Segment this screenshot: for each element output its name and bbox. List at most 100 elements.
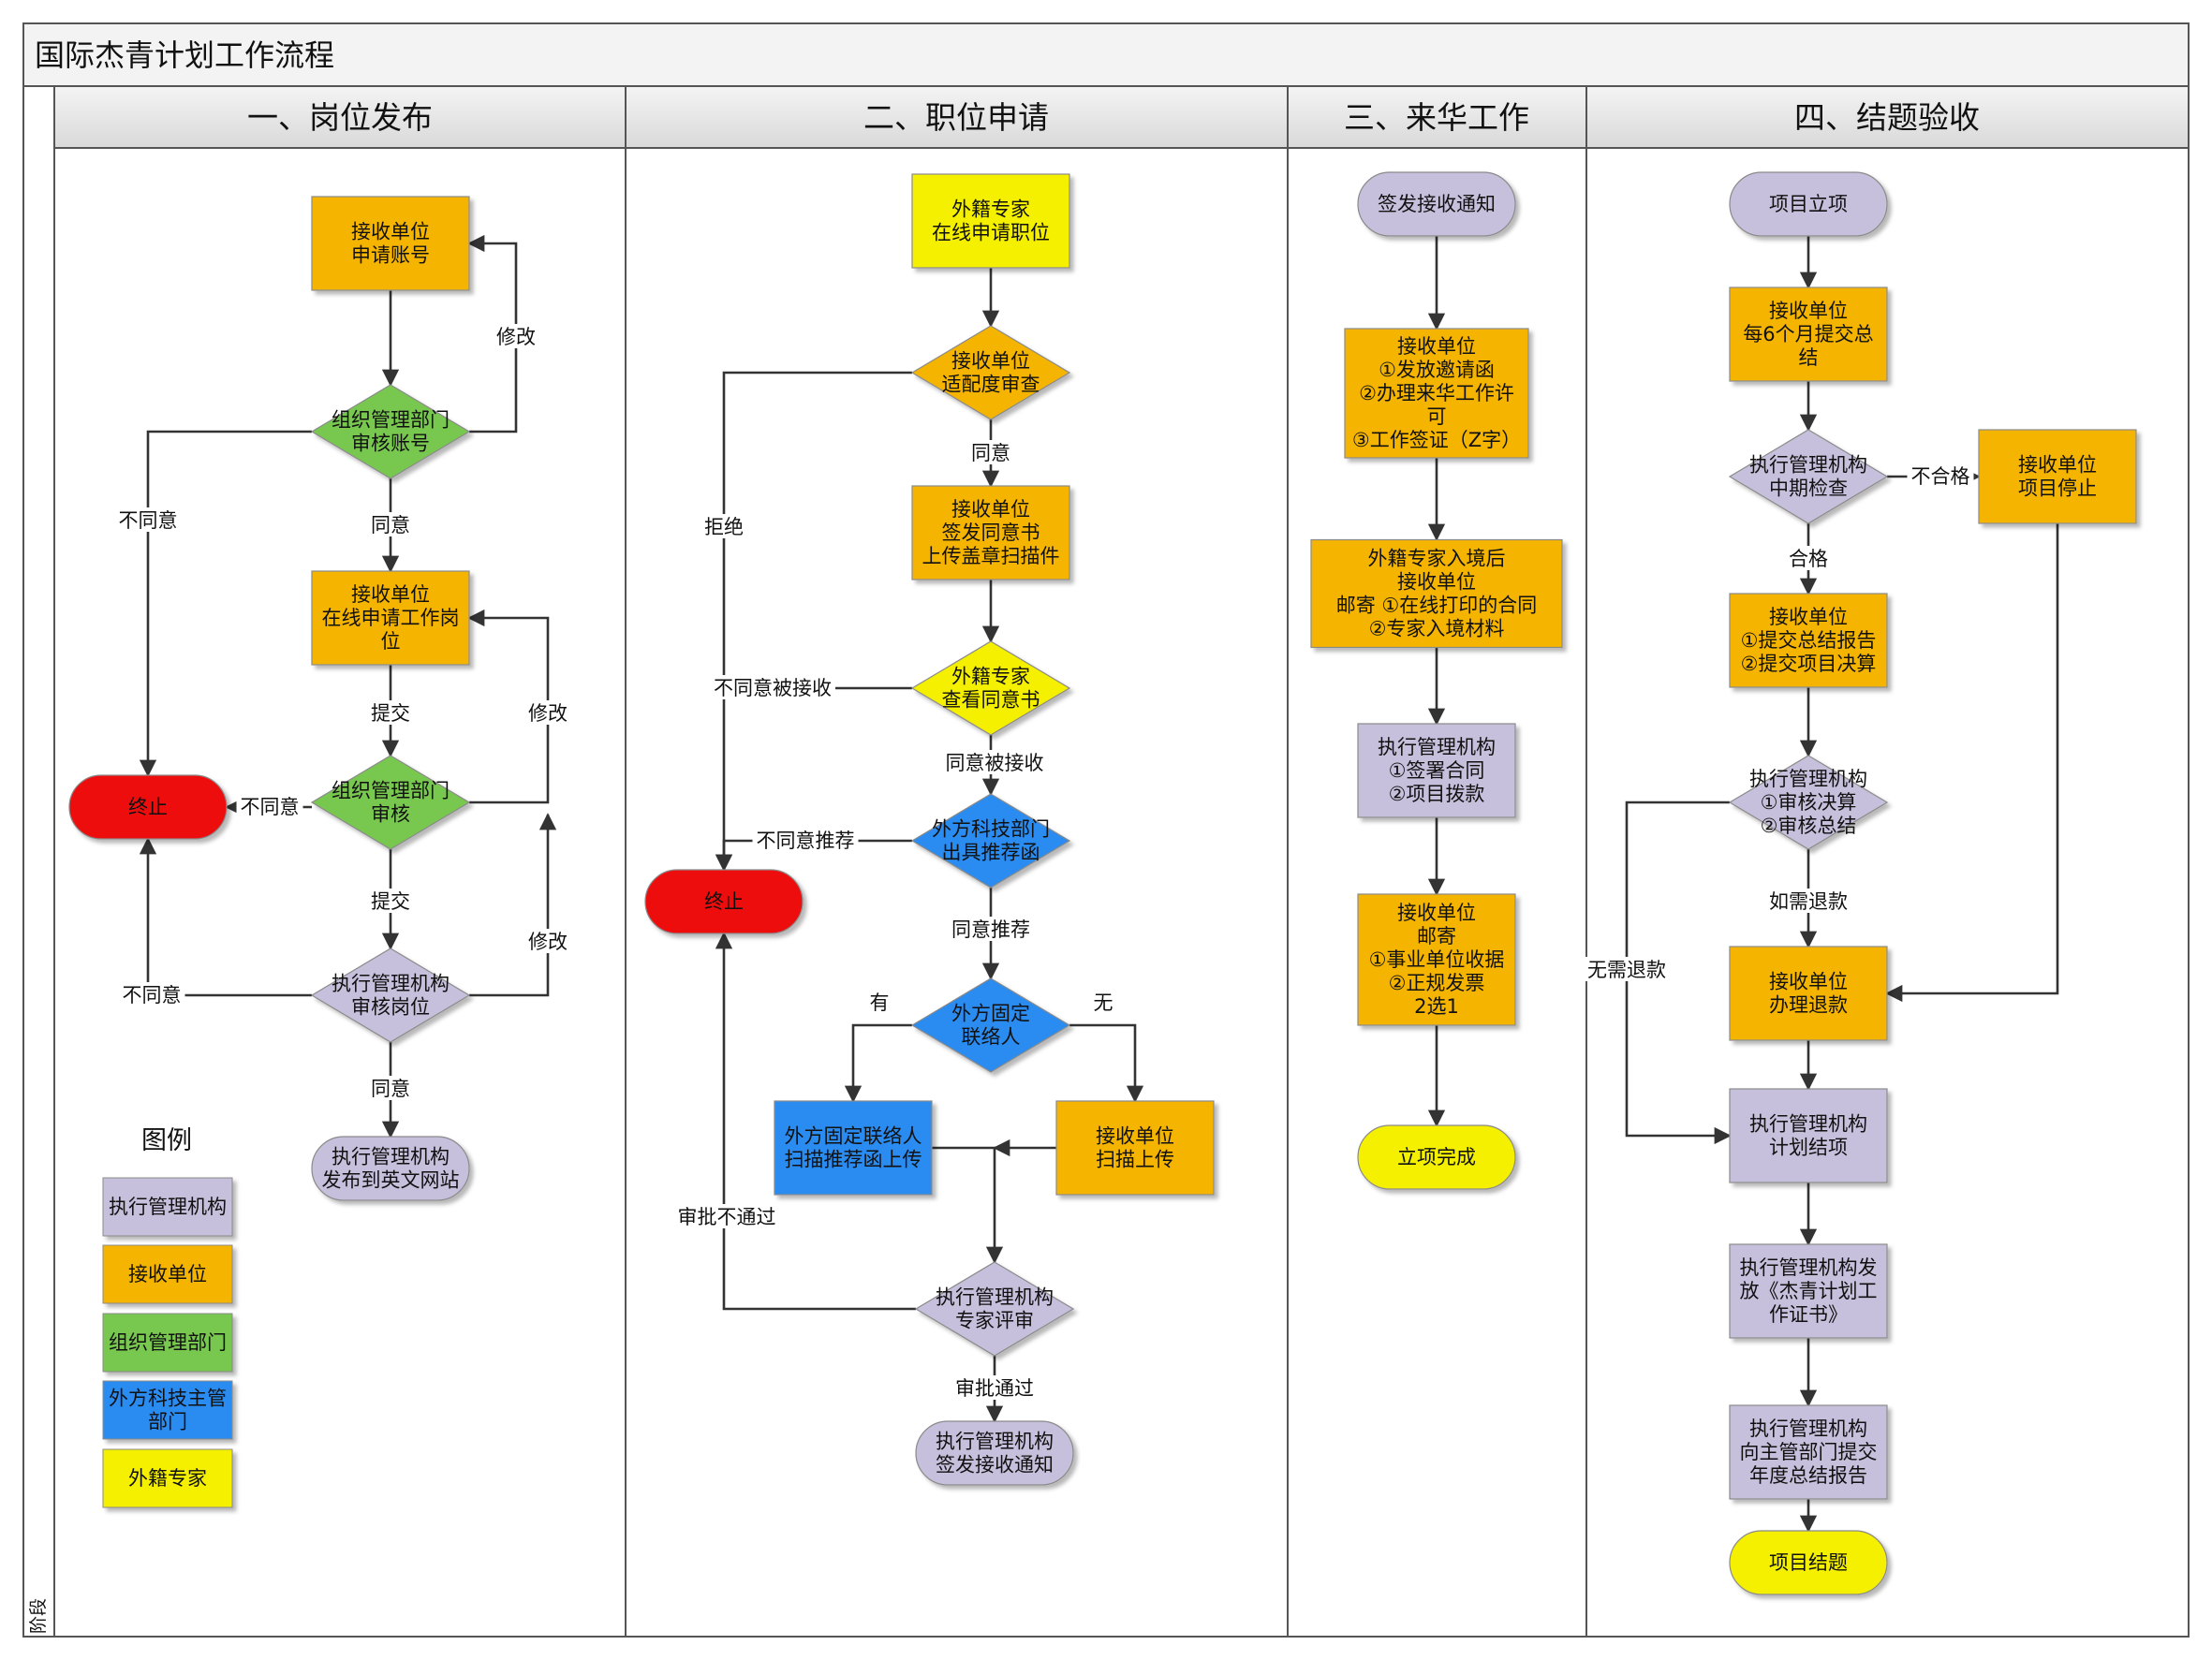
node-label: 终止 — [128, 796, 168, 818]
connector-label-bg — [1584, 957, 1670, 981]
decision-diamond — [914, 1261, 1075, 1357]
node-label: 接收单位 — [2018, 454, 2097, 477]
lane-header-post: 一、岗位发布 — [247, 99, 433, 136]
connector-label-bg — [941, 750, 1048, 774]
lane-header-apply: 二、职位申请 — [863, 99, 1049, 136]
process-box — [1310, 538, 1563, 649]
decision-diamond — [910, 793, 1071, 889]
connector-label: 修改 — [528, 702, 568, 725]
decision-diamond — [1728, 429, 1889, 524]
process-box — [1729, 1088, 1888, 1183]
legend-item-executive: 执行管理机构 — [102, 1177, 233, 1237]
node-label: ①签署合同 — [1389, 759, 1485, 782]
decision-diamond — [910, 325, 1071, 420]
node-label: 接收单位 — [951, 350, 1030, 373]
connector-b9-to-b11 — [715, 932, 916, 1311]
node-label: 外方科技部门 — [932, 818, 1050, 841]
connector-label: 不同意 — [123, 984, 182, 1006]
connector-label-bg — [236, 794, 303, 818]
node-label: ②提交项目决算 — [1741, 653, 1877, 675]
node-label: 执行管理机构 — [1749, 1418, 1867, 1440]
connector-label-bg — [865, 990, 893, 1014]
legend-label: 外籍专家 — [128, 1467, 207, 1490]
terminal-pill — [68, 774, 228, 840]
connector-label: 同意 — [371, 514, 410, 536]
decision-diamond — [1728, 755, 1889, 850]
connector-label-bg — [118, 982, 185, 1006]
node-label: 查看同意书 — [942, 689, 1040, 712]
node-label: ①提交总结报告 — [1741, 629, 1877, 652]
connector-a5-to-a7 — [139, 837, 312, 997]
node-pill-d11: 项目结题 — [1729, 1530, 1888, 1595]
node-label: 适配度审查 — [942, 374, 1040, 396]
node-pill-c1: 签发接收通知 — [1357, 171, 1516, 237]
node-label: 出具推荐函 — [942, 842, 1040, 864]
node-label: ②审核总结 — [1761, 815, 1857, 837]
node-label: 在线申请职位 — [932, 222, 1050, 244]
connector-label: 无需退款 — [1587, 959, 1666, 981]
connector-label: 无 — [1094, 992, 1113, 1014]
legend-swatch — [102, 1380, 233, 1440]
node-pill-a7: 终止 — [68, 774, 228, 840]
node-label: 发布到英文网站 — [322, 1169, 460, 1192]
connector-b2-to-b11 — [715, 371, 912, 872]
connector-labels: 修改同意不同意提交修改不同意提交修改不同意同意同意拒绝不同意被接收同意被接收不同… — [114, 324, 1974, 1400]
terminal-pill — [644, 869, 804, 934]
node-label: 年度总结报告 — [1749, 1464, 1867, 1487]
connector-label-bg — [1765, 889, 1851, 913]
connector-label: 审批通过 — [955, 1377, 1034, 1400]
node-label: 接收单位 — [351, 221, 430, 243]
node-label: 执行管理机构 — [332, 973, 450, 995]
connector-label-bg — [1785, 546, 1832, 570]
title-bar — [22, 22, 2190, 87]
node-label: 审核账号 — [351, 433, 430, 455]
connector-label-bg — [367, 889, 414, 913]
node-label: 外籍专家 — [951, 666, 1030, 688]
node-label: 联络人 — [962, 1026, 1021, 1049]
terminal-pill — [1357, 1124, 1516, 1190]
terminal-pill — [311, 1136, 470, 1201]
node-label: 扫描推荐函上传 — [785, 1149, 922, 1171]
process-box — [1729, 286, 1888, 382]
node-label: 计划结项 — [1769, 1137, 1848, 1159]
connector-label: 提交 — [371, 702, 410, 725]
process-box — [1729, 1404, 1888, 1500]
legend-item-receiver: 接收单位 — [102, 1244, 233, 1304]
node-label: 项目立项 — [1769, 193, 1848, 215]
terminal-pill — [1729, 1530, 1888, 1595]
node-pill-b11: 终止 — [644, 869, 804, 934]
node-label: 执行管理机构发 — [1740, 1256, 1878, 1279]
legend-label: 组织管理部门 — [109, 1331, 227, 1354]
connector-a2-to-a7 — [139, 430, 312, 777]
connector-label: 如需退款 — [1769, 890, 1848, 913]
axis-label: 阶段 — [28, 1598, 49, 1634]
node-label: 结 — [1799, 346, 1819, 369]
node-pill-c6: 立项完成 — [1357, 1124, 1516, 1190]
connector-d4-to-d7 — [1885, 523, 2059, 1003]
connector-label-bg — [948, 917, 1034, 941]
node-label: 作证书》 — [1769, 1303, 1848, 1326]
node-label: 执行管理机构 — [936, 1431, 1054, 1453]
process-box — [1344, 328, 1529, 459]
terminal-pill — [1729, 171, 1888, 237]
node-label: ①审核决算 — [1761, 791, 1857, 814]
node-label: 签发同意书 — [942, 522, 1040, 544]
connector-label-bg — [367, 700, 414, 725]
node-label: ②办理来华工作许 — [1359, 382, 1514, 404]
lane-header-bar — [53, 85, 2190, 149]
process-box — [911, 485, 1070, 580]
process-box — [774, 1100, 933, 1196]
node-label: 执行管理机构 — [332, 1146, 450, 1168]
connector-label: 同意被接收 — [946, 752, 1044, 774]
decision-diamond — [310, 755, 471, 850]
